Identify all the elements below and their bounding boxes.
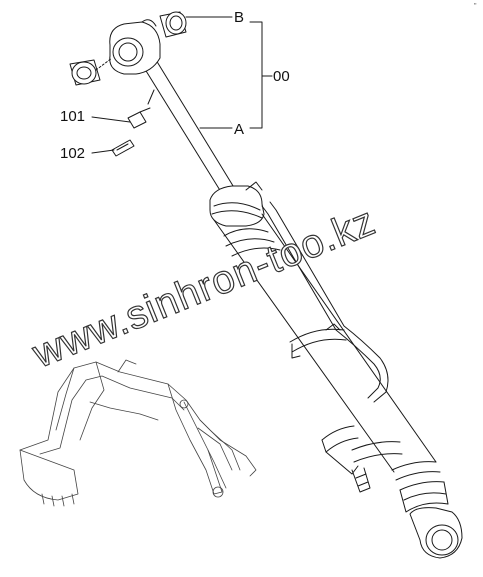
label-assembly-00: 00 [273,68,290,85]
excavator-thumbnail [19,359,257,507]
pipe-clamp-lower [351,441,403,493]
corner-mark: " [474,3,477,10]
bushing-a [69,57,113,86]
leader-102 [91,149,115,154]
label-a: A [234,121,244,138]
watermark: www.sinhron-too.kz [26,199,382,377]
bracket-00 [249,21,263,129]
cylinder-bottom [391,461,449,513]
label-102: 102 [60,145,85,162]
piston-rod [138,57,239,201]
rod-eye [109,19,161,75]
label-b: B [234,9,244,26]
grease-nipple-101 [127,107,151,129]
cylinder-head [209,181,265,227]
clip-102 [111,139,135,157]
leader-101b [147,89,155,105]
bottom-eye [409,507,463,559]
hydraulic-pipe [261,201,389,475]
pipe-clamp-upper [289,323,347,359]
leader-101 [91,116,131,123]
label-101: 101 [60,108,85,125]
bushing-b [159,11,187,38]
